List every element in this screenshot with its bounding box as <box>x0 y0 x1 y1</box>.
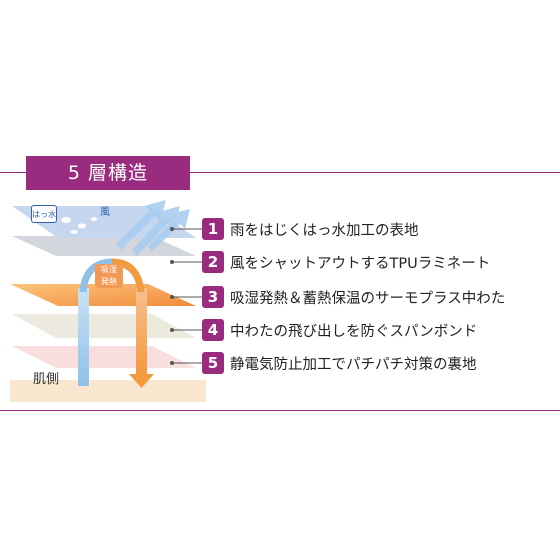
heat-badge-line2: 発熱 <box>101 277 117 286</box>
layer-item-5: 5 静電気防止加工でパチパチ対策の裏地 <box>202 352 477 374</box>
layer-description: 吸湿発熱＆蓄熱保温のサーモプラス中わた <box>230 290 506 307</box>
blue-arrow-shaft <box>78 288 89 386</box>
top-divider-line <box>0 172 560 173</box>
layer-item-3: 3 吸湿発熱＆蓄熱保温のサーモプラス中わた <box>202 286 505 308</box>
wind-label: 風 <box>100 207 110 218</box>
leader-lines <box>172 228 202 364</box>
layer-number-badge: 3 <box>202 286 224 308</box>
heat-badge: 吸湿 発熱 <box>95 264 123 288</box>
skin-side-label: 肌側 <box>33 372 60 387</box>
skin-base <box>10 380 206 402</box>
layer-3-shape <box>10 284 196 306</box>
layer-description: 風をシャットアウトするTPUラミネート <box>230 255 491 272</box>
layer-description: 雨をはじくはっ水加工の表地 <box>230 222 419 239</box>
layer-description: 中わたの飛び出しを防ぐスパンボンド <box>230 323 478 340</box>
water-droplet <box>61 217 71 223</box>
layer-description: 静電気防止加工でパチパチ対策の裏地 <box>230 356 477 373</box>
orange-arrow-shaft <box>136 288 147 374</box>
layer-number-badge: 1 <box>202 218 224 240</box>
water-repellent-badge: はっ水 <box>31 205 57 223</box>
layer-number-badge: 5 <box>202 352 224 374</box>
wind-arrows <box>116 200 190 256</box>
diagram-title: 5 層構造 <box>26 156 190 190</box>
layer-item-2: 2 風をシャットアウトするTPUラミネート <box>202 251 490 273</box>
layer-4-shape <box>12 314 196 338</box>
layer-item-1: 1 雨をはじくはっ水加工の表地 <box>202 218 419 240</box>
layer-number-badge: 4 <box>202 319 224 341</box>
layer-5-shape <box>12 346 196 368</box>
layer-2-shape <box>12 236 196 256</box>
heat-badge-line1: 吸湿 <box>101 265 117 274</box>
layer-number-badge: 2 <box>202 251 224 273</box>
layer-item-4: 4 中わたの飛び出しを防ぐスパンボンド <box>202 319 477 341</box>
bottom-divider-line <box>0 410 560 411</box>
orange-arrow-head <box>129 374 154 388</box>
